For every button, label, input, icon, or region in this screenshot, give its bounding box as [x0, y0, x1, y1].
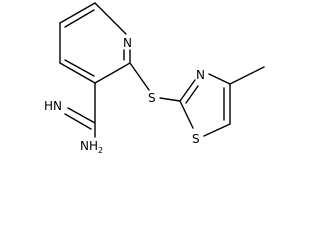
bond-c4-c5 [59, 62, 96, 84]
structure-canvas: N S N S HN NH2 [44, 2, 265, 153]
molecule-drawing: N S N S HN NH2 [44, 2, 265, 153]
thioether-sulfur-label: S [148, 91, 156, 105]
bond-c2-c3 [59, 2, 96, 24]
bond-c6-s [129, 62, 150, 91]
thioether-linkage [129, 62, 181, 102]
thiazole-sulfur-label: S [192, 132, 200, 146]
pyridine-nitrogen-label: N [123, 36, 132, 50]
thiazole-ring [179, 73, 231, 137]
bond-c2-c3-inner [64, 9, 95, 28]
bond-c2t-n3t [179, 79, 196, 102]
bond-n3t-c4t [208, 73, 231, 85]
imine-nh-label: HN [44, 99, 62, 113]
bond-s-thiazole [159, 97, 181, 102]
bond-methyl [229, 66, 265, 85]
amine-subscript: 2 [98, 146, 103, 153]
amidine-group [64, 82, 96, 138]
thiazole-nitrogen-label: N [196, 68, 205, 82]
bond-c5t-s1t [203, 123, 231, 137]
bond-amidine-imine-double [64, 113, 92, 130]
amine-nh2-label: NH2 [80, 139, 103, 153]
pyridine-ring [59, 2, 131, 84]
bond-c5-c6 [94, 62, 131, 84]
bond-c4-c5-inner [64, 59, 95, 77]
bond-amidine-imine [67, 107, 96, 124]
bond-n1-c1 [94, 2, 127, 35]
bond-c2t-n3t-inner [185, 85, 199, 104]
bond-s1t-c2t [179, 100, 194, 129]
amine-nh-text: NH [80, 139, 98, 153]
